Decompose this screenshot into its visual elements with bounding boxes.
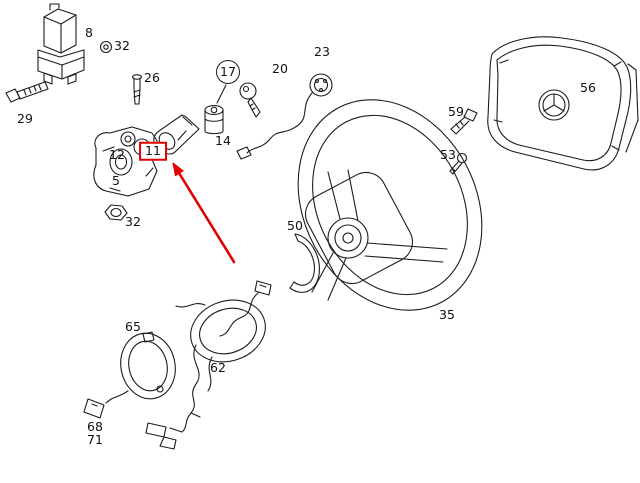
ignition-cylinder-14-drawing xyxy=(204,104,224,135)
airbag-cover-56-drawing xyxy=(487,36,639,171)
bolt-59-drawing xyxy=(450,108,478,135)
ring-12-drawing xyxy=(120,131,136,147)
pin-26-drawing xyxy=(131,74,143,105)
callout-17-leader xyxy=(216,84,227,104)
lock-housing-drawing xyxy=(93,126,160,197)
bolt-29-drawing xyxy=(5,81,49,103)
highlight-arrow xyxy=(172,162,236,264)
clockspring-62-drawing xyxy=(145,280,272,450)
ignition-switch-drawing xyxy=(37,3,85,85)
screw-53-drawing xyxy=(449,152,468,175)
nut-32-drawing xyxy=(104,204,128,221)
key-20-drawing xyxy=(239,82,261,118)
steering-wheel-drawing xyxy=(297,99,483,311)
horn-ring-65-drawing xyxy=(83,331,176,419)
contact-switch-23-drawing xyxy=(236,73,333,160)
contact-ring-50-drawing xyxy=(289,233,320,293)
grommet-32-drawing xyxy=(99,40,113,54)
